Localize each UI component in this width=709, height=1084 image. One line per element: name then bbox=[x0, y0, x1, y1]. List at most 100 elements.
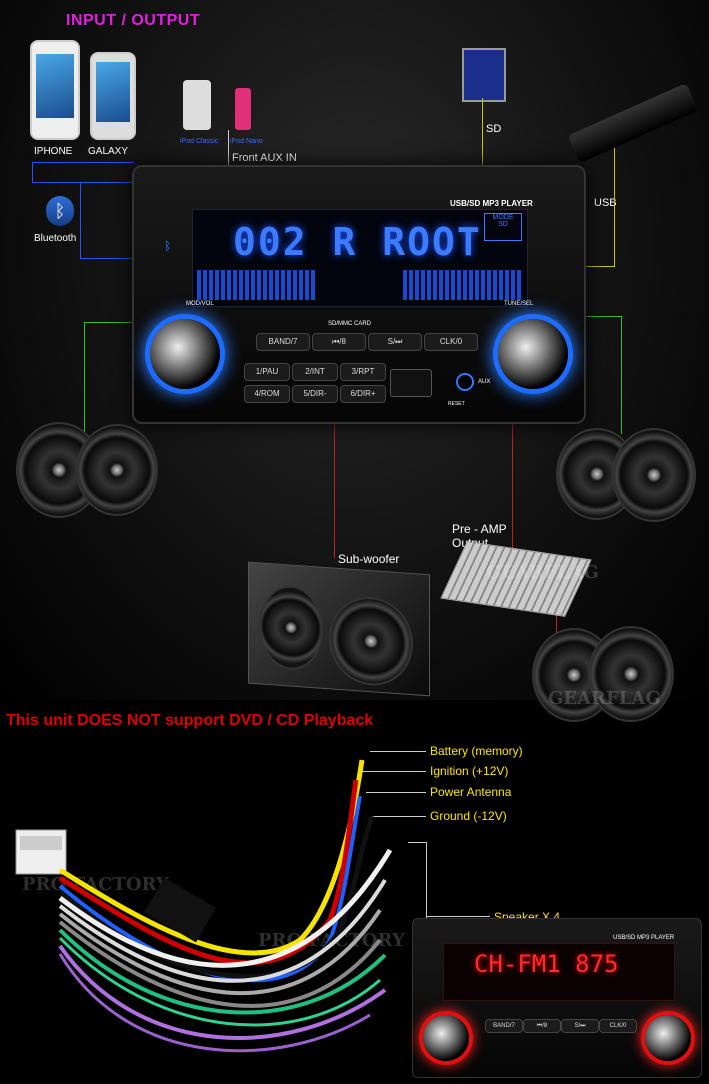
usb-port[interactable] bbox=[390, 369, 432, 397]
link-line bbox=[582, 316, 622, 317]
wire-harness bbox=[15, 759, 393, 1053]
link-line bbox=[582, 266, 615, 267]
aux-jack[interactable] bbox=[456, 373, 474, 391]
ipod-nano-image bbox=[235, 88, 251, 130]
lcd-text: 002 R ROOT bbox=[233, 220, 482, 264]
notice-text: This unit DOES NOT support DVD / CD Play… bbox=[6, 712, 374, 729]
volume-knob[interactable] bbox=[150, 319, 220, 389]
link-line bbox=[84, 322, 85, 432]
lcd-eq-left bbox=[197, 270, 317, 300]
ipod-classic-label: iPod Classic bbox=[180, 138, 219, 145]
reset-label: RESET bbox=[448, 401, 465, 407]
wire-green-stripe bbox=[58, 936, 381, 1027]
watermark: GEARFLAG bbox=[548, 688, 661, 709]
subwoofer-label: Sub-woofer bbox=[338, 552, 400, 566]
preset-2-button[interactable]: 2/INT bbox=[292, 363, 338, 381]
preset-5-button[interactable]: 5/DIR- bbox=[292, 385, 338, 403]
bluetooth-label: Bluetooth bbox=[34, 233, 77, 244]
galaxy-label: GALAXY bbox=[88, 146, 129, 157]
sd-card-image bbox=[462, 48, 506, 102]
speaker-right-2 bbox=[612, 428, 696, 522]
leader-line bbox=[366, 792, 426, 793]
leader-line bbox=[372, 816, 426, 817]
link-line bbox=[621, 316, 622, 434]
aux-label: AUX bbox=[478, 379, 491, 385]
subwoofer-box bbox=[248, 561, 430, 697]
right-knob-label: TUNE/SEL bbox=[504, 301, 534, 307]
subwoofer-driver-2 bbox=[329, 594, 413, 689]
band-button[interactable]: BAND/7 bbox=[256, 333, 310, 351]
wire-white bbox=[58, 848, 393, 968]
leader-line bbox=[408, 842, 426, 843]
wire-green bbox=[58, 928, 387, 1015]
next-button-red[interactable]: S/⏭ bbox=[561, 1019, 599, 1033]
watermark: PRO FACTORY bbox=[22, 874, 169, 895]
ignition-label: Ignition (+12V) bbox=[430, 764, 509, 778]
harness-sleeve bbox=[144, 877, 216, 943]
preset-1-button[interactable]: 1/PAU bbox=[244, 363, 290, 381]
link-line bbox=[80, 258, 134, 259]
usb-label: USB bbox=[594, 197, 617, 209]
bluetooth-indicator-icon: ᛒ bbox=[164, 239, 172, 253]
link-line bbox=[32, 182, 132, 183]
ipod-classic-image bbox=[183, 80, 211, 130]
iphone-label: IPHONE bbox=[34, 146, 73, 157]
card-slot-label: SD/MMC CARD bbox=[328, 321, 371, 327]
link-line bbox=[84, 322, 134, 323]
harness-connector-pins bbox=[20, 836, 62, 850]
wire-grey bbox=[58, 908, 382, 996]
lcd-text-red: CH-FM1 875 bbox=[474, 950, 619, 978]
watermark: GEARFLAG bbox=[486, 562, 599, 583]
sd-label: SD bbox=[486, 123, 502, 135]
lcd-eq-right bbox=[403, 270, 523, 300]
link-line bbox=[334, 420, 335, 558]
link-line bbox=[482, 98, 483, 168]
mode-value: SD bbox=[498, 221, 508, 228]
volume-knob-red[interactable] bbox=[423, 1015, 469, 1061]
page-title: INPUT / OUTPUT bbox=[66, 12, 201, 29]
stereo2-brand: USB/SD MP3 PLAYER bbox=[613, 935, 675, 941]
ipod-nano-label: iPod Nano bbox=[230, 138, 263, 145]
wire-grey-stripe bbox=[58, 920, 382, 1008]
wire-blue bbox=[58, 795, 362, 983]
left-knob-label: MOD/VOL bbox=[186, 301, 214, 307]
galaxy-image bbox=[90, 52, 136, 140]
link-line bbox=[556, 596, 557, 636]
battery-label: Battery (memory) bbox=[430, 744, 523, 758]
preset-4-button[interactable]: 4/ROM bbox=[244, 385, 290, 403]
wire-purple bbox=[58, 944, 387, 1040]
leader-line bbox=[370, 751, 426, 752]
link-line bbox=[614, 148, 615, 266]
head-unit: USB/SD MP3 PLAYER 002 R ROOT MODE SD ᛒ S… bbox=[132, 165, 586, 424]
front-aux-label: Front AUX IN bbox=[232, 152, 297, 164]
tune-knob[interactable] bbox=[498, 319, 568, 389]
tune-knob-red[interactable] bbox=[645, 1015, 691, 1061]
link-line bbox=[512, 420, 513, 560]
ground-label: Ground (-12V) bbox=[430, 809, 507, 823]
bluetooth-icon: ᛒ bbox=[46, 196, 74, 226]
wire-purple-stripe bbox=[58, 953, 371, 1053]
link-line bbox=[32, 162, 134, 163]
speaker-left-2 bbox=[76, 424, 158, 516]
prev-button[interactable]: ⏮/8 bbox=[312, 333, 366, 351]
link-line bbox=[228, 130, 229, 168]
speaker-rear-2 bbox=[588, 626, 674, 722]
prev-button-red[interactable]: ⏮/8 bbox=[523, 1019, 561, 1033]
lcd-display: 002 R ROOT bbox=[192, 209, 528, 307]
clock-button[interactable]: CLK/0 bbox=[424, 333, 478, 351]
preset-3-button[interactable]: 3/RPT bbox=[340, 363, 386, 381]
link-line bbox=[80, 182, 81, 258]
stereo-brand: USB/SD MP3 PLAYER bbox=[450, 199, 533, 208]
link-line bbox=[32, 162, 33, 182]
head-unit-red: USB/SD MP3 PLAYER CH-FM1 875 BAND/7 ⏮/8 … bbox=[412, 918, 702, 1078]
antenna-label: Power Antenna bbox=[430, 785, 512, 799]
clock-button-red[interactable]: CLK/0 bbox=[599, 1019, 637, 1033]
leader-line bbox=[426, 916, 490, 917]
mode-label: MODE bbox=[492, 214, 514, 221]
band-button-red[interactable]: BAND/7 bbox=[485, 1019, 523, 1033]
preset-6-button[interactable]: 6/DIR+ bbox=[340, 385, 386, 403]
wire-white-stripe bbox=[58, 878, 387, 983]
next-button[interactable]: S/⏭ bbox=[368, 333, 422, 351]
subwoofer-driver-1 bbox=[259, 583, 323, 672]
lcd-display-red: CH-FM1 875 bbox=[443, 943, 675, 1001]
